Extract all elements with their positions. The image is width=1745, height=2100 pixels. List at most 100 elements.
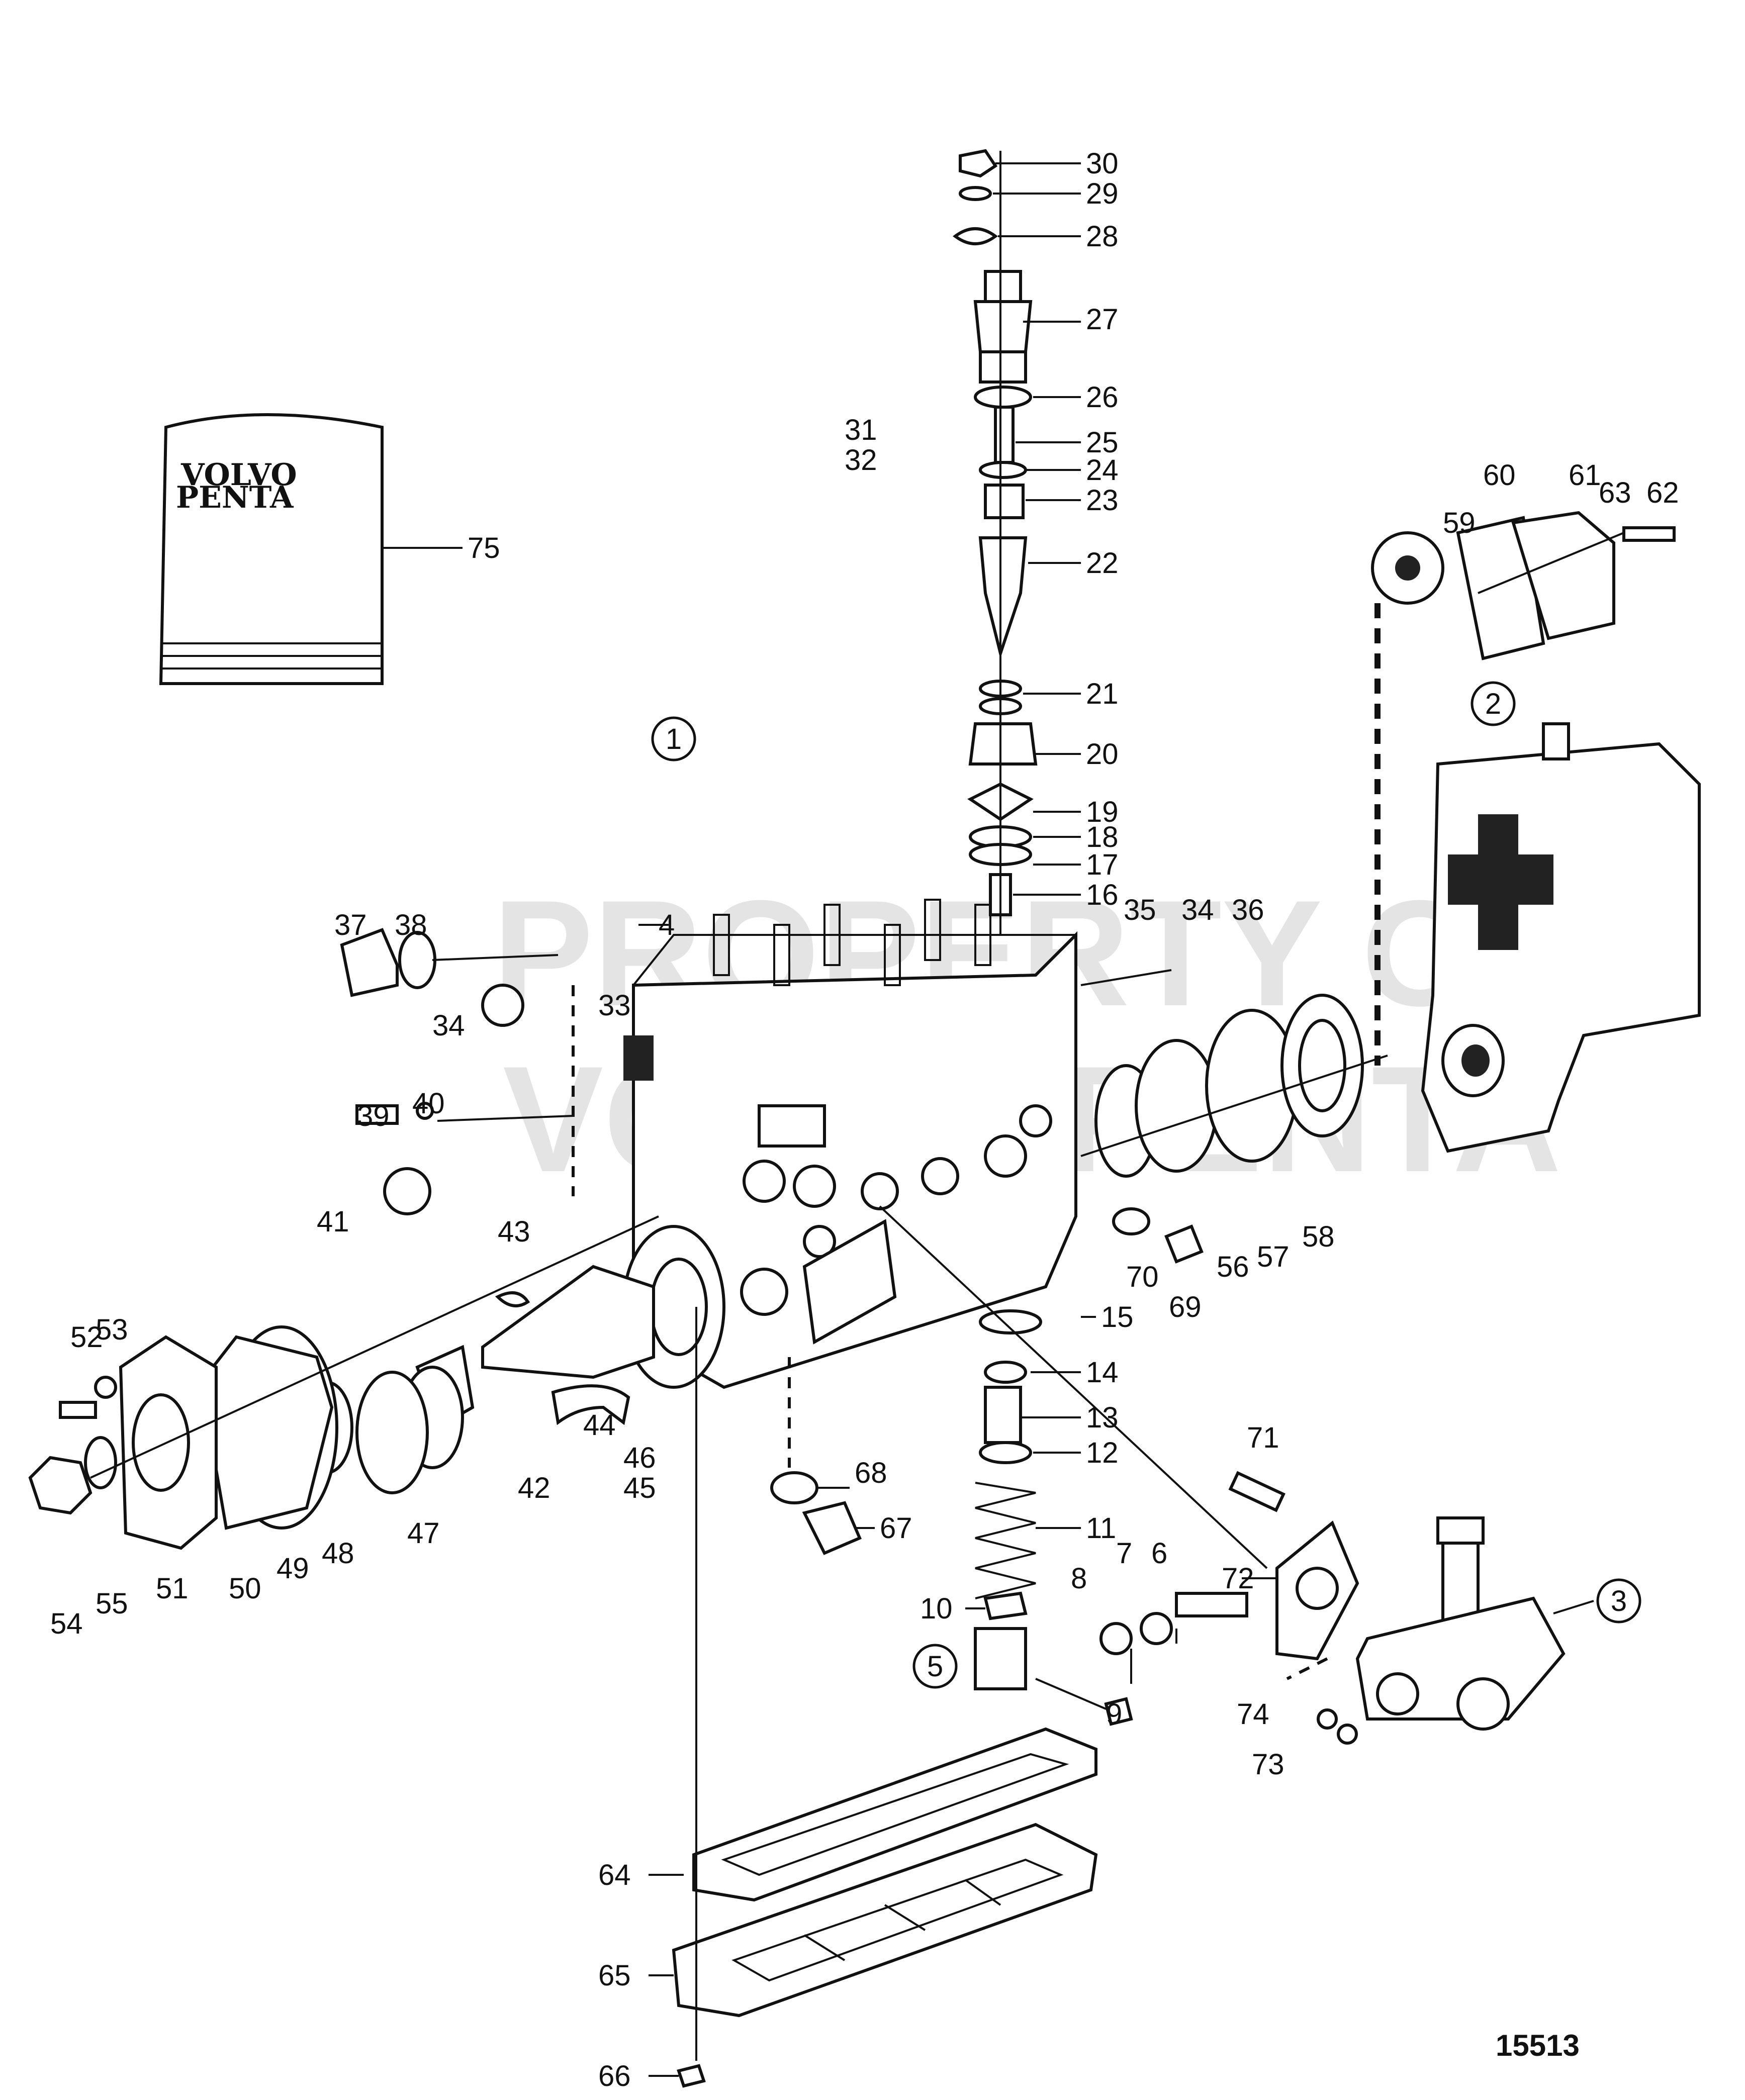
callout-37: 37 [334,909,367,941]
circle-label-2: 2 [1485,688,1501,720]
plunger-parts [551,1309,1248,1726]
callout-34b: 34 [432,1009,465,1042]
callout-40: 40 [412,1087,445,1120]
callout-44: 44 [583,1409,616,1442]
oil-drain-parts [770,1207,1204,1555]
callout-28: 28 [1086,220,1119,253]
callout-46: 46 [623,1442,656,1474]
callout-65: 65 [598,1959,631,1992]
callout-26: 26 [1086,381,1119,414]
callout-4: 4 [659,909,675,941]
circle-label-3: 3 [1611,1585,1627,1617]
callout-27: 27 [1086,303,1119,336]
callout-leaders [382,162,1594,2077]
callout-8: 8 [1071,1562,1087,1595]
callout-57: 57 [1257,1240,1290,1273]
callout-56: 56 [1217,1251,1249,1283]
delivery-valve-stack [952,149,1038,935]
bottom-cover [672,1727,1098,2088]
callout-25: 25 [1086,426,1119,459]
callout-75: 75 [468,532,500,564]
circle-label-3-ring [1596,1578,1641,1624]
callout-35: 35 [1124,894,1156,926]
callout-70: 70 [1126,1261,1159,1293]
callout-9: 9 [1106,1698,1122,1731]
governor-housing [1421,722,1701,1153]
camshaft-bearing-parts [1094,994,1364,1178]
connection-lines [572,603,1381,1680]
callout-7: 7 [1116,1537,1132,1570]
callout-10: 10 [920,1592,953,1625]
callout-29: 29 [1086,177,1119,210]
callout-30: 30 [1086,147,1119,180]
callout-61: 61 [1569,459,1601,492]
callout-15: 15 [1101,1301,1134,1333]
callout-54: 54 [50,1607,83,1640]
callout-38: 38 [395,909,427,941]
callout-43: 43 [498,1215,530,1248]
assembly-axes [90,532,1624,2061]
callout-11: 11 [1086,1512,1116,1545]
callout-58: 58 [1302,1220,1335,1253]
drawing-reference-number: 15513 [1496,2029,1580,2062]
callout-60: 60 [1483,459,1516,492]
callout-36: 36 [1232,894,1264,926]
callout-73: 73 [1252,1748,1284,1781]
callout-71: 71 [1247,1421,1279,1454]
callout-31: 31 [845,414,877,446]
callout-14: 14 [1086,1356,1119,1389]
callout-12: 12 [1086,1437,1119,1469]
callout-17: 17 [1086,848,1119,881]
callout-24: 24 [1086,454,1119,487]
pump-housing [622,899,1077,1389]
callout-55: 55 [96,1587,128,1620]
callout-34a: 34 [1181,894,1214,926]
callout-69: 69 [1169,1291,1202,1323]
callout-23: 23 [1086,484,1119,517]
callout-32: 32 [845,444,877,476]
callout-41: 41 [317,1205,349,1238]
part-callouts: 30 29 28 27 26 25 24 23 22 21 20 19 18 1… [50,147,1679,2092]
callout-6: 6 [1151,1537,1167,1570]
callout-18: 18 [1086,821,1119,853]
callout-13: 13 [1086,1401,1119,1434]
fuel-feed-pump [1228,1471,1566,1745]
circle-label-1-ring [651,716,696,761]
callout-22: 22 [1086,547,1119,580]
callout-21: 21 [1086,678,1119,710]
callout-72: 72 [1222,1562,1254,1595]
callout-67: 67 [880,1512,912,1545]
callout-62: 62 [1646,476,1679,509]
callout-19: 19 [1086,796,1119,828]
callout-39: 39 [357,1100,390,1132]
callout-51: 51 [156,1572,189,1605]
callout-68: 68 [855,1457,887,1489]
callout-53: 53 [96,1313,128,1346]
callout-49: 49 [277,1552,309,1585]
callout-52: 52 [70,1321,103,1354]
circle-label-1: 1 [666,723,682,755]
drive-end-parts [28,1265,655,1550]
callout-42: 42 [518,1472,550,1504]
callout-20: 20 [1086,738,1119,771]
governor-cover [1371,511,1676,660]
callout-50: 50 [229,1572,261,1605]
callout-16: 16 [1086,879,1119,911]
callout-33: 33 [598,989,631,1022]
callout-59: 59 [1443,507,1476,539]
callout-47: 47 [407,1517,440,1550]
callout-45: 45 [623,1472,656,1504]
circle-label-2-ring [1471,681,1516,726]
circle-label-5-ring [912,1644,958,1689]
booklet-brand-line-1: VOLVO [180,457,297,493]
booklet-brand-line-2: PENTA [176,480,294,515]
manual-booklet: VOLVO PENTA [159,413,384,685]
circle-label-5: 5 [927,1650,943,1683]
callout-66: 66 [598,2060,631,2092]
callout-63: 63 [1599,476,1631,509]
callout-74: 74 [1237,1698,1269,1731]
callout-48: 48 [322,1537,354,1570]
circled-labels: 1 2 3 5 [651,681,1641,1689]
callout-64: 64 [598,1859,631,1891]
